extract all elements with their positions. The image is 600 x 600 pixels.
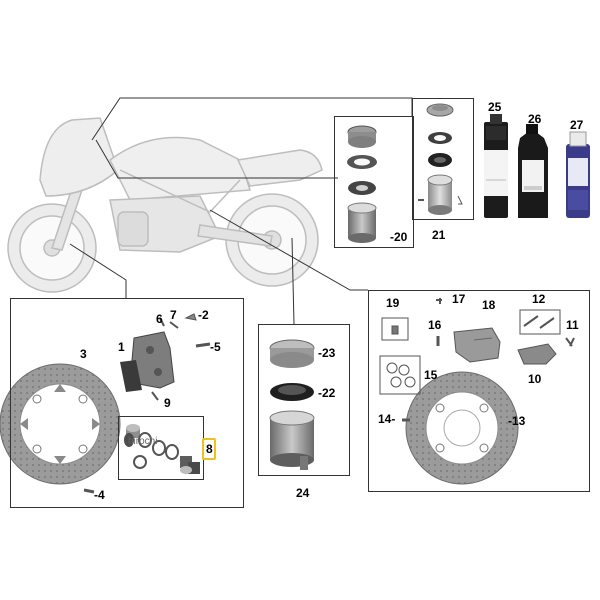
part-label-26[interactable]: 26 bbox=[528, 112, 542, 126]
box-reservoir bbox=[258, 324, 350, 476]
part-label-22[interactable]: -22 bbox=[318, 386, 336, 400]
brake-disc-13 bbox=[405, 371, 519, 485]
part-label-9[interactable]: 9 bbox=[164, 396, 171, 410]
part-label-17[interactable]: 17 bbox=[452, 292, 466, 306]
part-label-21[interactable]: 21 bbox=[432, 228, 446, 242]
box-master-cylinder-20 bbox=[334, 116, 414, 248]
watermark: hirochi bbox=[128, 436, 158, 447]
master-cylinder-parts-20 bbox=[347, 125, 377, 243]
seal-kit-8 bbox=[124, 424, 200, 474]
part-label-19[interactable]: 19 bbox=[386, 296, 400, 310]
part-label-11[interactable]: 11 bbox=[566, 318, 579, 332]
highlight-part-8 bbox=[202, 438, 216, 460]
box-seal-kit bbox=[118, 416, 204, 480]
part-label-4[interactable]: -4 bbox=[94, 488, 105, 502]
part-label-12[interactable]: 12 bbox=[532, 292, 546, 306]
part-label-23[interactable]: -23 bbox=[318, 346, 336, 360]
oil-bottle-26 bbox=[518, 124, 548, 218]
part-label-5[interactable]: -5 bbox=[210, 340, 221, 354]
part-label-6[interactable]: 6 bbox=[156, 312, 163, 326]
part-label-25[interactable]: 25 bbox=[488, 100, 502, 114]
part-label-2[interactable]: -2 bbox=[198, 308, 209, 322]
box-master-cylinder-21 bbox=[412, 98, 474, 220]
fluid-bottle-27 bbox=[566, 131, 590, 218]
part-label-13[interactable]: -13 bbox=[508, 414, 526, 428]
part-label-18[interactable]: 18 bbox=[482, 298, 496, 312]
reservoir-parts bbox=[269, 339, 315, 470]
part-label-15[interactable]: 15 bbox=[424, 368, 438, 382]
part-label-20[interactable]: -20 bbox=[390, 230, 408, 244]
part-label-7[interactable]: 7 bbox=[170, 308, 177, 322]
box-rear-brake bbox=[368, 290, 590, 492]
motorcycle-illustration bbox=[7, 117, 323, 293]
part-label-8[interactable]: 8 bbox=[206, 442, 213, 456]
part-label-1[interactable]: 1 bbox=[118, 340, 125, 354]
part-label-16[interactable]: 16 bbox=[428, 318, 442, 332]
part-label-14[interactable]: 14- bbox=[378, 412, 396, 426]
master-cylinder-parts-21 bbox=[418, 103, 463, 215]
part-label-3[interactable]: 3 bbox=[80, 347, 87, 361]
part-label-24[interactable]: 24 bbox=[296, 486, 310, 500]
spray-can-25 bbox=[484, 114, 508, 218]
brake-disc-3 bbox=[0, 363, 121, 485]
caliper-1 bbox=[120, 331, 175, 392]
small-parts-left bbox=[83, 313, 211, 494]
part-label-10[interactable]: 10 bbox=[528, 372, 542, 386]
rear-small-parts bbox=[379, 298, 575, 422]
part-label-27[interactable]: 27 bbox=[570, 118, 584, 132]
box-front-brake bbox=[10, 298, 244, 508]
rear-caliper-bracket bbox=[453, 327, 557, 365]
